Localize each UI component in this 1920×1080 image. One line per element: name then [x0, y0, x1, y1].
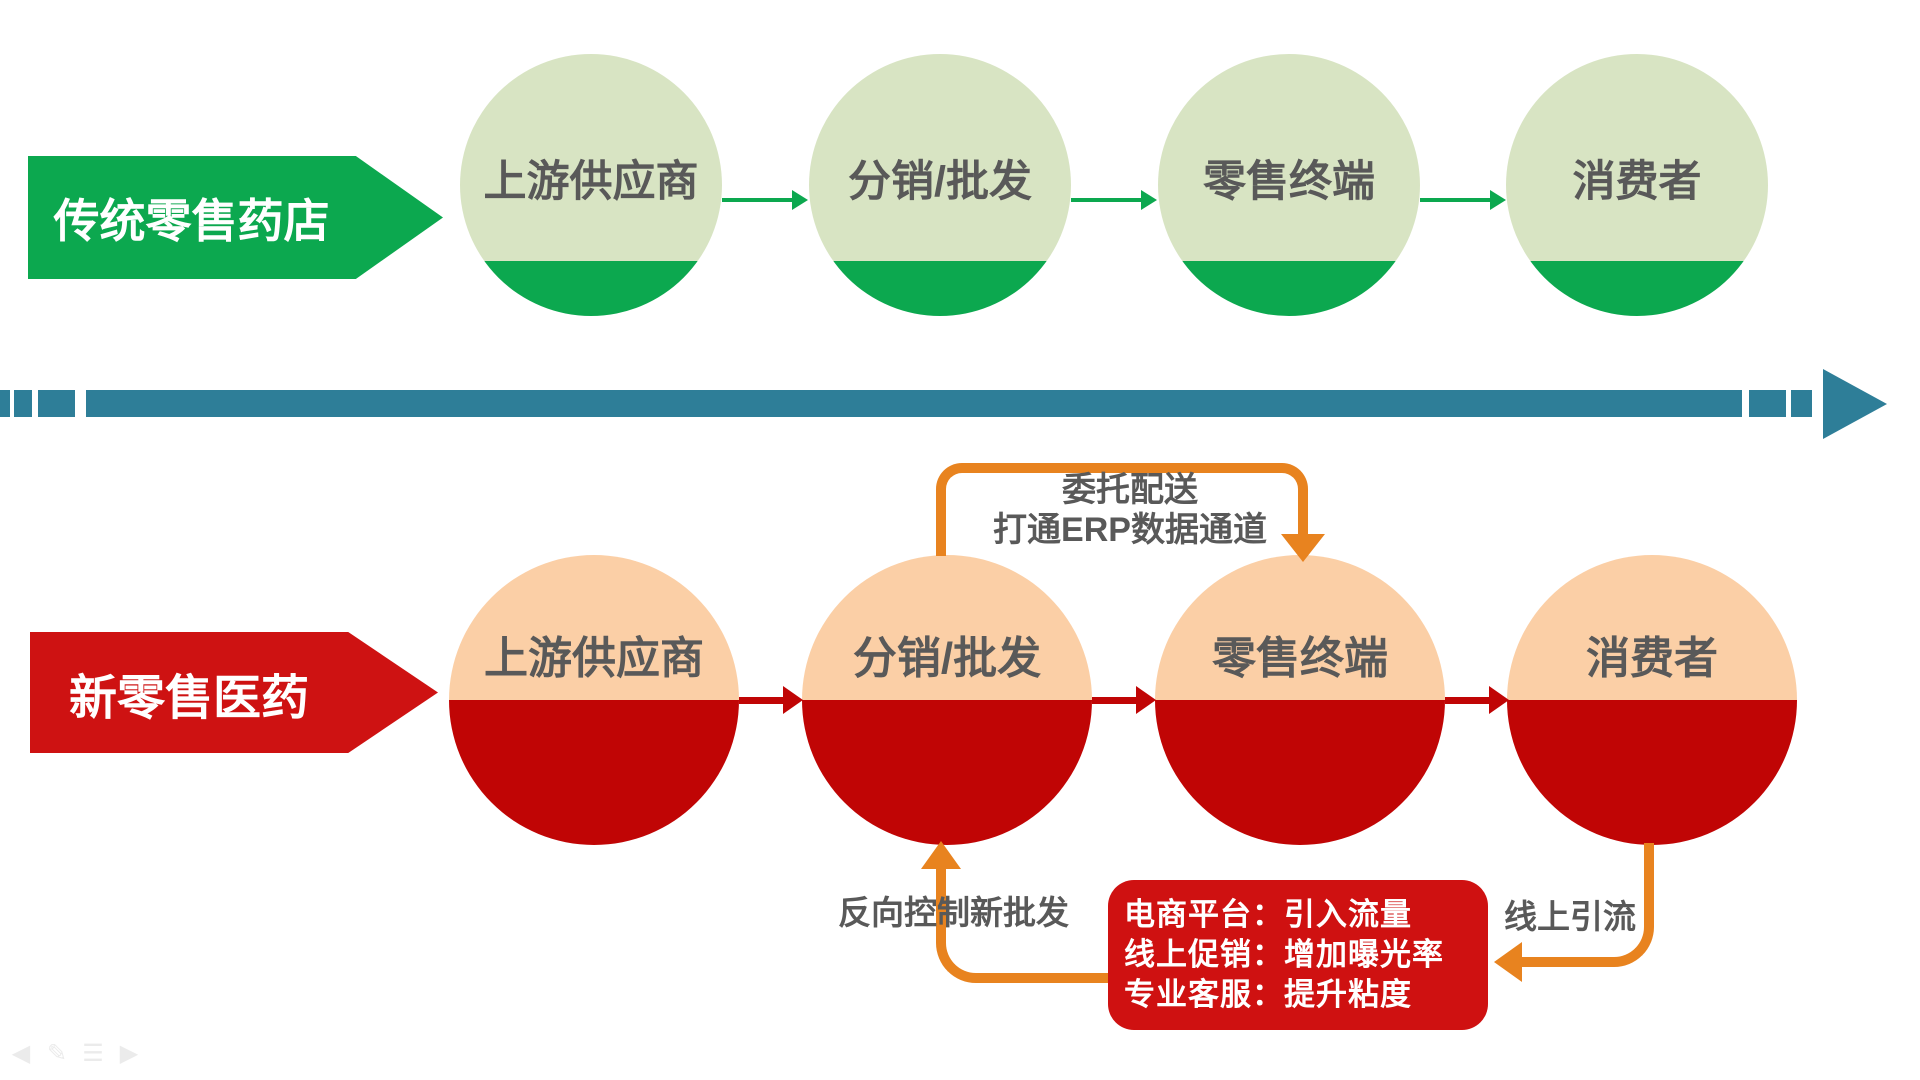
bottom-node-retail-terminal-label: 零售终端 [1212, 634, 1388, 683]
next-slide-icon[interactable]: ▶ [119, 1040, 139, 1067]
top-node-distribution-wholesale-label: 分销/批发 [848, 158, 1032, 206]
delegate-delivery-line2: 打通ERP数据通道 [993, 511, 1267, 549]
timeline-bar [86, 390, 1742, 417]
left-arrowhead-icon [1494, 942, 1522, 982]
timeline-dash [1791, 390, 1812, 417]
menu-icon[interactable]: ☰ [82, 1040, 104, 1067]
traditional-retail-banner: 传统零售药店 [28, 156, 443, 279]
benefit-box: 电商平台：引入流量 线上促销：增加曝光率 专业客服：提升粘度 [1108, 880, 1488, 1030]
delegate-delivery-line1: 委托配送 [1062, 471, 1198, 509]
bottom-node-upstream-supplier-label: 上游供应商 [484, 634, 704, 683]
timeline-arrowhead-icon [1823, 369, 1887, 439]
bottom-node-distribution-wholesale-label: 分销/批发 [852, 634, 1042, 683]
traditional-retail-banner-label: 传统零售药店 [53, 194, 330, 247]
delegate-delivery-connector [936, 463, 1308, 556]
bottom-node-consumer: 消费者 [1507, 555, 1797, 845]
red-arrow-icon [1092, 686, 1156, 714]
timeline-dash [0, 390, 10, 417]
bottom-node-retail-terminal: 零售终端 [1155, 555, 1445, 845]
top-node-consumer: 消费者 [1506, 54, 1768, 316]
top-node-upstream-supplier: 上游供应商 [460, 54, 722, 316]
bottom-node-consumer-label: 消费者 [1586, 634, 1718, 683]
up-arrowhead-icon [921, 841, 961, 869]
top-node-upstream-supplier-label: 上游供应商 [483, 158, 699, 206]
red-arrow-icon [739, 686, 803, 714]
reverse-control-label: 反向控制新批发 [838, 894, 1069, 931]
bottom-node-distribution-wholesale: 分销/批发 [802, 555, 1092, 845]
down-arrowhead-icon [1281, 534, 1325, 562]
reverse-control-connector [936, 869, 1113, 983]
previous-slide-icon[interactable]: ◀ [11, 1040, 31, 1067]
delegate-delivery-label: 委托配送 打通ERP数据通道 [950, 470, 1310, 550]
benefit-box-line2: 线上促销：增加曝光率 [1124, 937, 1444, 972]
red-arrow-icon [1445, 686, 1509, 714]
top-node-retail-terminal: 零售终端 [1158, 54, 1420, 316]
timeline-dash [14, 390, 32, 417]
benefit-box-line3: 专业客服：提升粘度 [1124, 977, 1412, 1012]
slideshow-controls: ◀ ✎ ☰ ▶ [10, 1040, 140, 1068]
timeline-dash [1749, 390, 1786, 417]
bottom-node-upstream-supplier: 上游供应商 [449, 555, 739, 845]
online-traffic-connector [1520, 843, 1654, 967]
top-node-retail-terminal-label: 零售终端 [1203, 158, 1375, 206]
benefit-box-line1: 电商平台：引入流量 [1124, 897, 1412, 932]
timeline-dash [38, 390, 75, 417]
online-traffic-label: 线上引流 [1504, 898, 1636, 935]
green-arrow-icon [722, 190, 808, 210]
top-node-consumer-label: 消费者 [1572, 158, 1702, 206]
green-arrow-icon [1420, 190, 1506, 210]
new-retail-banner-label: 新零售医药 [68, 671, 309, 725]
new-retail-banner: 新零售医药 [30, 632, 438, 753]
top-node-distribution-wholesale: 分销/批发 [809, 54, 1071, 316]
green-arrow-icon [1071, 190, 1157, 210]
pen-icon[interactable]: ✎ [46, 1040, 68, 1067]
